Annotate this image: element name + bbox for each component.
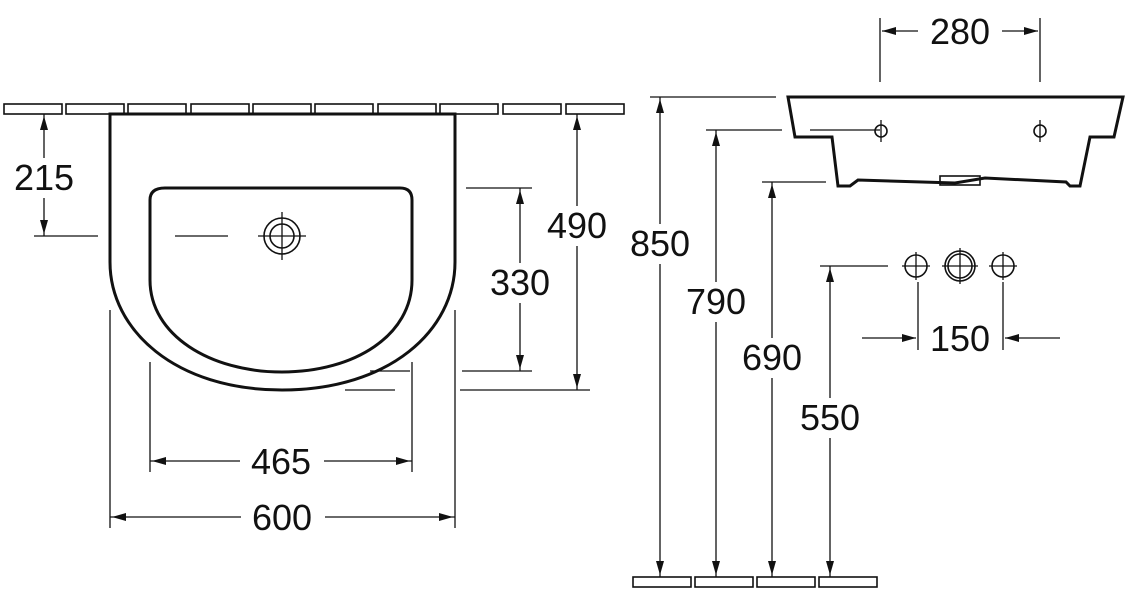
dimension-600: 600: [109, 310, 456, 538]
dimension-790-label: 790: [686, 281, 746, 322]
dimension-550-label: 550: [800, 397, 860, 438]
dimension-490-label: 490: [547, 205, 607, 246]
dimension-550: 550: [794, 265, 888, 577]
dimension-850: 850: [624, 96, 776, 577]
basin-bowl: [148, 186, 414, 374]
dimension-215: 215: [4, 114, 98, 237]
dimension-690: 690: [736, 181, 826, 577]
dimension-330: 330: [370, 187, 558, 372]
dimension-330-label: 330: [490, 262, 550, 303]
dimension-465: 465: [149, 362, 413, 482]
basin-side-profile: [786, 95, 1125, 188]
dimension-280: 280: [879, 11, 1041, 82]
tap-holes-front: [902, 248, 1017, 284]
dimension-465-label: 465: [251, 441, 311, 482]
floor-strip: [632, 576, 878, 588]
dimension-490: 490: [345, 114, 614, 391]
tap-holes-side: [874, 120, 1047, 142]
dimension-850-label: 850: [630, 223, 690, 264]
dimension-215-label: 215: [14, 157, 74, 198]
dimension-150-label: 150: [930, 318, 990, 359]
dimension-600-label: 600: [252, 497, 312, 538]
dimension-150: 150: [862, 282, 1060, 359]
dimension-280-label: 280: [930, 11, 990, 52]
side-drain: [939, 175, 981, 186]
dimension-690-label: 690: [742, 337, 802, 378]
basin-outline: [108, 112, 457, 392]
drain-icon: [175, 212, 306, 260]
dimension-790: 790: [680, 129, 782, 577]
